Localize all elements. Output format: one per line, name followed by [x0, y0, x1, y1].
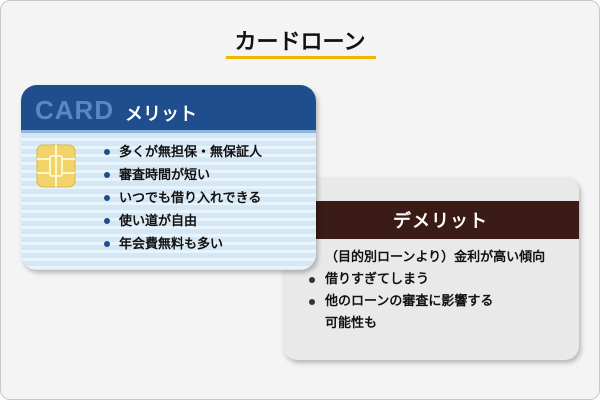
demerits-list: （目的別ローンより）金利が高い傾向 借りすぎてしまう 他のローンの審査に影響する…: [309, 247, 545, 335]
list-item-text: （目的別ローンより）金利が高い傾向: [325, 250, 546, 265]
merits-header: CARD メリット: [21, 85, 316, 130]
list-item-text: 他のローンの審査に影響する: [325, 294, 494, 309]
ic-chip-icon: [36, 144, 76, 188]
title-underline: [226, 56, 376, 59]
list-item-text: 借りすぎてしまう: [325, 272, 430, 287]
demerits-label: デメリット: [393, 211, 488, 232]
page-title: カードローン: [234, 30, 366, 55]
list-item: 審査時間が短い: [104, 164, 262, 187]
list-item: いつでも借り入れできる: [104, 187, 262, 210]
demerits-card: デメリット （目的別ローンより）金利が高い傾向 借りすぎてしまう 他のローンの審…: [283, 177, 579, 360]
merits-label: メリット: [125, 104, 197, 125]
demerits-band: デメリット: [283, 201, 579, 239]
merits-list: 多くが無担保・無保証人 審査時間が短い いつでも借り入れできる 使い道が自由 年…: [104, 141, 262, 256]
merits-card: CARD メリット 多くが無担保・無保証人 審査時間が短い いつでも借り入れでき…: [21, 85, 316, 270]
list-item: 借りすぎてしまう: [309, 269, 545, 291]
list-item: （目的別ローンより）金利が高い傾向: [309, 247, 545, 269]
list-item-text-continued: 可能性も: [325, 316, 378, 331]
magnetic-strip: [21, 130, 316, 133]
list-item: 多くが無担保・無保証人: [104, 141, 262, 164]
list-item: 他のローンの審査に影響する 可能性も: [309, 291, 545, 335]
list-item: 年会費無料も多い: [104, 233, 262, 256]
card-text: CARD: [35, 95, 115, 125]
list-item: 使い道が自由: [104, 210, 262, 233]
